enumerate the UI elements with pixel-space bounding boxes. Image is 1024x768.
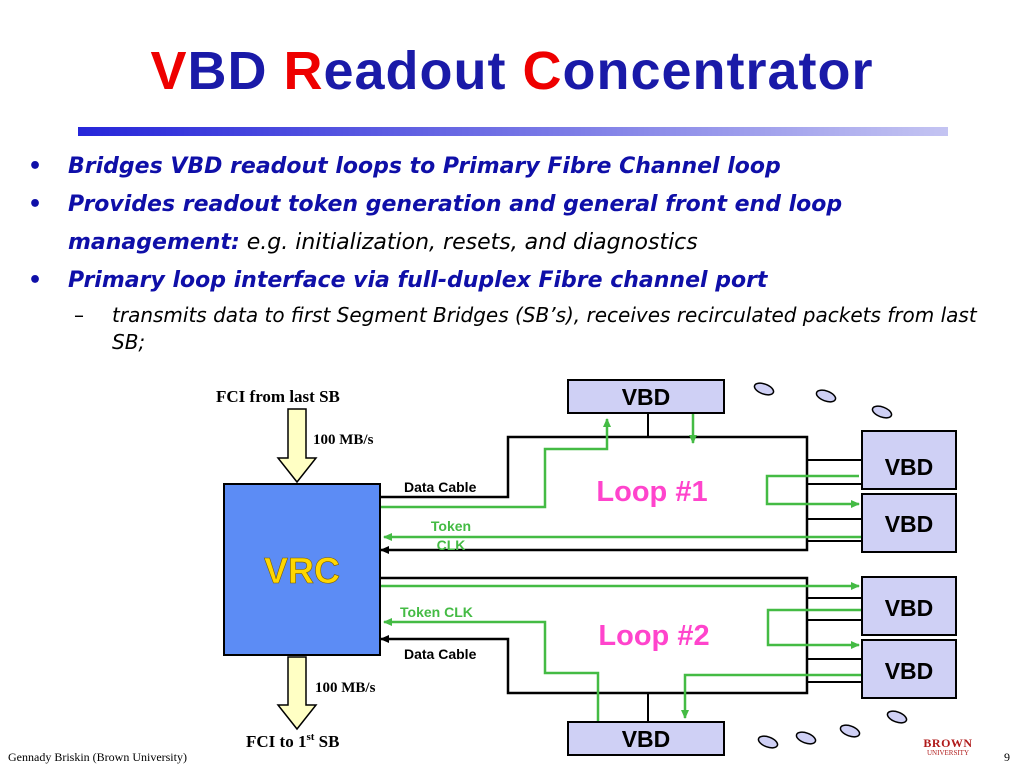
vbd-r4-label: VBD	[885, 658, 934, 684]
loop2-token-r4	[681, 673, 862, 719]
slide-title: VBD Readout Concentrator	[0, 40, 1024, 102]
sub-bullet-1-text: transmits data to first Segment Bridges …	[112, 303, 977, 354]
vbd-r3-label: VBD	[885, 595, 934, 621]
more-vbd-ellipses	[753, 382, 908, 749]
loop1-data-cable	[380, 435, 809, 554]
loop2-data-cable	[380, 576, 809, 695]
vbd-bottom-label: VBD	[622, 726, 671, 752]
title-rest-oncentrator: oncentrator	[562, 41, 874, 101]
vrc-box	[223, 483, 381, 656]
token-clk-1b-label: CLK	[437, 537, 466, 553]
bullet-3-text: Primary loop interface via full-duplex F…	[68, 268, 768, 293]
data-cable-2-label: Data Cable	[404, 646, 477, 662]
logo-line-1: BROWN	[923, 736, 973, 750]
loop1-label: Loop #1	[596, 476, 707, 508]
vbd-r1-box	[861, 430, 957, 490]
loop2-token-return	[383, 618, 600, 722]
logo-line-2: UNIVERSITY	[927, 749, 969, 757]
vbd-top-label: VBD	[622, 384, 671, 410]
page-number: 9	[1004, 750, 1010, 764]
fci-out-arrow	[276, 656, 318, 731]
vbd-r4-box	[861, 639, 957, 699]
sub-bullet-1: – transmits data to first Segment Bridge…	[28, 302, 988, 356]
bullet-2-bold-text: Provides readout token generation and ge…	[68, 192, 843, 255]
title-cap-c: C	[522, 41, 563, 101]
brown-university-logo: BROWN UNIVERSITY	[912, 737, 984, 757]
fci-out-label: FCI to 1st SB	[246, 731, 339, 751]
title-cap-r: R	[283, 41, 324, 101]
vbd-r2-label: VBD	[885, 511, 934, 537]
token-clk-1a-label: Token	[431, 518, 471, 534]
bullet-2-plain-text: e.g. initialization, resets, and diagnos…	[239, 230, 698, 255]
fci-in-label: FCI from last SB	[216, 387, 340, 406]
title-rest-bd: BD	[187, 41, 284, 101]
loop1-token-path	[381, 418, 611, 509]
bullet-marker: •	[28, 154, 43, 179]
loop1-token-r1	[765, 474, 860, 508]
vbd-r1-label: VBD	[885, 454, 934, 480]
data-cable-1-label: Data Cable	[404, 479, 477, 495]
vbd-top-box	[567, 379, 725, 414]
vbd-r2-box	[861, 493, 957, 553]
bullet-2: • Provides readout token generation and …	[28, 186, 988, 262]
fci-in-arrow	[276, 408, 318, 484]
bullet-marker: •	[28, 192, 43, 217]
sub-bullet-marker: –	[74, 303, 84, 327]
loop2-token-r3	[766, 608, 862, 649]
vbd-r3-box	[861, 576, 957, 636]
rate-out-label: 100 MB/s	[315, 680, 376, 696]
bullet-list: • Bridges VBD readout loops to Primary F…	[28, 148, 988, 356]
footer-author: Gennady Briskin (Brown University)	[8, 750, 187, 764]
bullet-marker: •	[28, 268, 43, 293]
title-rest-eadout: eadout	[323, 41, 523, 101]
title-cap-v: V	[150, 41, 188, 101]
title-underline	[78, 127, 948, 136]
bullet-3: • Primary loop interface via full-duplex…	[28, 262, 988, 300]
bullet-1-text: Bridges VBD readout loops to Primary Fib…	[68, 154, 781, 179]
vrc-label: VRC	[264, 550, 340, 591]
vbd-bottom-box	[567, 721, 725, 756]
bullet-1: • Bridges VBD readout loops to Primary F…	[28, 148, 988, 186]
token-clk-2-label: Token CLK	[400, 604, 473, 620]
rate-in-label: 100 MB/s	[313, 432, 374, 448]
loop2-label: Loop #2	[598, 620, 709, 652]
